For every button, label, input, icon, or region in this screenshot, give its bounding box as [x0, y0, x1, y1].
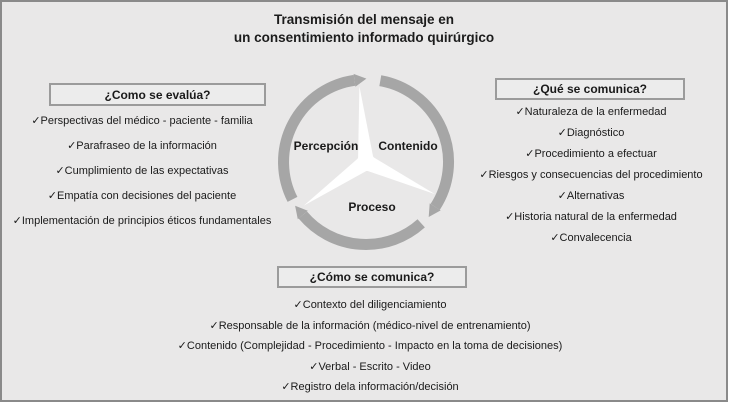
divider-spoke-right — [362, 154, 435, 195]
list-item-label: Alternativas — [566, 190, 625, 202]
list-item: ✓Implementación de principios éticos fun… — [10, 209, 274, 234]
list-item: ✓Alternativas — [460, 186, 722, 207]
list-item: ✓Historia natural de la enfermedad — [460, 207, 722, 228]
check-icon: ✓ — [12, 215, 22, 227]
page-title-line1: Transmisión del mensaje en — [273, 12, 455, 27]
list-item: ✓Empatía con decisiones del paciente — [10, 184, 274, 209]
list-como-se-evalua: ✓Perspectivas del médico - paciente - fa… — [10, 109, 274, 234]
list-item-label: Convalecencia — [559, 232, 632, 244]
check-icon: ✓ — [281, 381, 291, 393]
header-que-se-comunica: ¿Qué se comunica? — [495, 78, 685, 100]
list-item: ✓Diagnóstico — [460, 123, 722, 144]
list-item-label: Contexto del diligenciamiento — [302, 299, 447, 311]
list-item-label: Empatía con decisiones del paciente — [57, 190, 237, 202]
list-item-label: Responsable de la información (médico-ni… — [218, 319, 531, 332]
check-icon: ✓ — [550, 232, 560, 244]
list-item: ✓Verbal - Escrito - Video — [148, 357, 592, 378]
cycle-label-contenido: Contenido — [378, 139, 437, 153]
list-item: ✓Registro dela información/decisión — [148, 377, 592, 398]
check-icon: ✓ — [31, 115, 41, 127]
list-item-label: Registro dela información/decisión — [290, 381, 459, 393]
cycle-label-percepcion: Percepción — [294, 139, 359, 153]
list-item-label: Contenido (Complejidad - Procedimiento -… — [186, 340, 563, 352]
list-item-label: Naturaleza de la enfermedad — [524, 106, 667, 118]
list-item: ✓Riesgos y consecuencias del procedimien… — [460, 165, 722, 186]
list-que-se-comunica: ✓Naturaleza de la enfermedad ✓Diagnóstic… — [460, 102, 722, 249]
list-item: ✓Parafraseo de la información — [10, 134, 274, 159]
check-icon: ✓ — [67, 140, 77, 152]
list-item-label: Verbal - Escrito - Video — [318, 360, 431, 373]
list-item: ✓Perspectivas del médico - paciente - fa… — [10, 109, 274, 134]
list-item-label: Implementación de principios éticos fund… — [21, 215, 272, 227]
page-title-line2: un consentimiento informado quirúrgico — [233, 30, 495, 45]
check-icon: ✓ — [479, 169, 489, 181]
page-title: Transmisión del mensaje en un consentimi… — [2, 11, 726, 47]
check-icon: ✓ — [505, 211, 515, 223]
check-icon: ✓ — [209, 319, 219, 332]
diagram-panel: Transmisión del mensaje en un consentimi… — [0, 0, 728, 402]
divider-spoke-left — [303, 155, 371, 206]
cycle-label-proceso: Proceso — [348, 200, 395, 214]
list-item: ✓Convalecencia — [460, 228, 722, 249]
list-item-label: Procedimiento a efectuar — [534, 148, 657, 160]
list-item: ✓Contexto del diligenciamiento — [148, 295, 592, 316]
arrow-icon — [295, 205, 308, 220]
cycle-arc-segment-left — [278, 74, 356, 202]
header-como-se-comunica: ¿Cómo se comunica? — [277, 266, 467, 288]
list-item: ✓Naturaleza de la enfermedad — [460, 102, 722, 123]
list-item: ✓Cumplimiento de las expectativas — [10, 159, 274, 184]
check-icon: ✓ — [557, 127, 567, 139]
cycle-arc-segment-right — [379, 75, 454, 210]
list-item: ✓Responsable de la información (médico-n… — [148, 316, 592, 337]
check-icon: ✓ — [525, 148, 535, 160]
check-icon: ✓ — [293, 299, 303, 311]
cycle-diagram: Percepción Contenido Proceso — [278, 73, 454, 250]
divider-spoke-top — [358, 86, 374, 163]
check-icon: ✓ — [55, 165, 65, 177]
list-item: ✓Procedimiento a efectuar — [460, 144, 722, 165]
list-item-label: Diagnóstico — [566, 127, 625, 139]
check-icon: ✓ — [515, 106, 525, 118]
divider-center — [357, 153, 375, 171]
list-item: ✓Contenido (Complejidad - Procedimiento … — [148, 336, 592, 357]
check-icon: ✓ — [47, 190, 58, 202]
header-como-se-evalua: ¿Como se evalúa? — [49, 83, 266, 106]
list-item-label: Perspectivas del médico - paciente - fam… — [40, 115, 253, 127]
arrow-icon — [428, 203, 441, 217]
check-icon: ✓ — [557, 190, 567, 202]
cycle-arc-segment-bottom — [298, 211, 425, 250]
check-icon: ✓ — [177, 340, 187, 352]
check-icon: ✓ — [309, 360, 319, 373]
list-item-label: Riesgos y consecuencias del procedimient… — [488, 169, 703, 181]
list-como-se-comunica: ✓Contexto del diligenciamiento ✓Responsa… — [148, 295, 592, 398]
list-item-label: Cumplimiento de las expectativas — [64, 165, 229, 177]
arrow-icon — [353, 73, 367, 87]
list-item-label: Parafraseo de la información — [76, 140, 217, 152]
list-item-label: Historia natural de la enfermedad — [514, 211, 677, 223]
